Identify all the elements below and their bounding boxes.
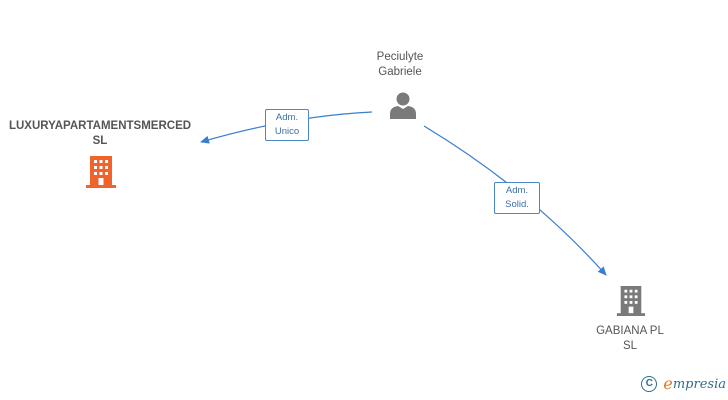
building-icon-luxury[interactable]	[85, 155, 117, 189]
edge2-label-line1: Adm.	[505, 185, 529, 196]
person-icon[interactable]	[388, 90, 418, 120]
brand-logo-e: ℯ	[663, 376, 673, 393]
person-name-label: Peciulyte Gabriele	[350, 50, 450, 80]
edge-label-adm-solid: Adm. Solid.	[494, 182, 540, 214]
company-gabiana-label: GABIANA PL SL	[580, 324, 680, 354]
person-name-line2: Gabriele	[378, 66, 422, 78]
company-luxury-line2: SL	[92, 135, 108, 147]
edge1-label-line2: Unico	[274, 126, 300, 137]
edge-label-adm-unico: Adm. Unico	[265, 109, 309, 141]
edge1-label-line1: Adm.	[275, 112, 299, 123]
company-gabiana-line2: SL	[622, 340, 638, 352]
empresia-watermark: C ℯ mpresia	[641, 374, 726, 394]
company-luxury-label: LUXURYAPARTAMENTSMERCED SL	[0, 119, 202, 149]
company-luxury-line1: LUXURYAPARTAMENTSMERCED	[8, 120, 192, 132]
edge2-label-line2: Solid.	[505, 199, 529, 210]
copyright-icon: C	[641, 376, 658, 392]
building-icon-gabiana[interactable]	[616, 284, 646, 318]
company-gabiana-line1: GABIANA PL	[596, 325, 664, 337]
person-name-line1: Peciulyte	[376, 51, 424, 63]
brand-logo-text: mpresia	[672, 376, 726, 392]
